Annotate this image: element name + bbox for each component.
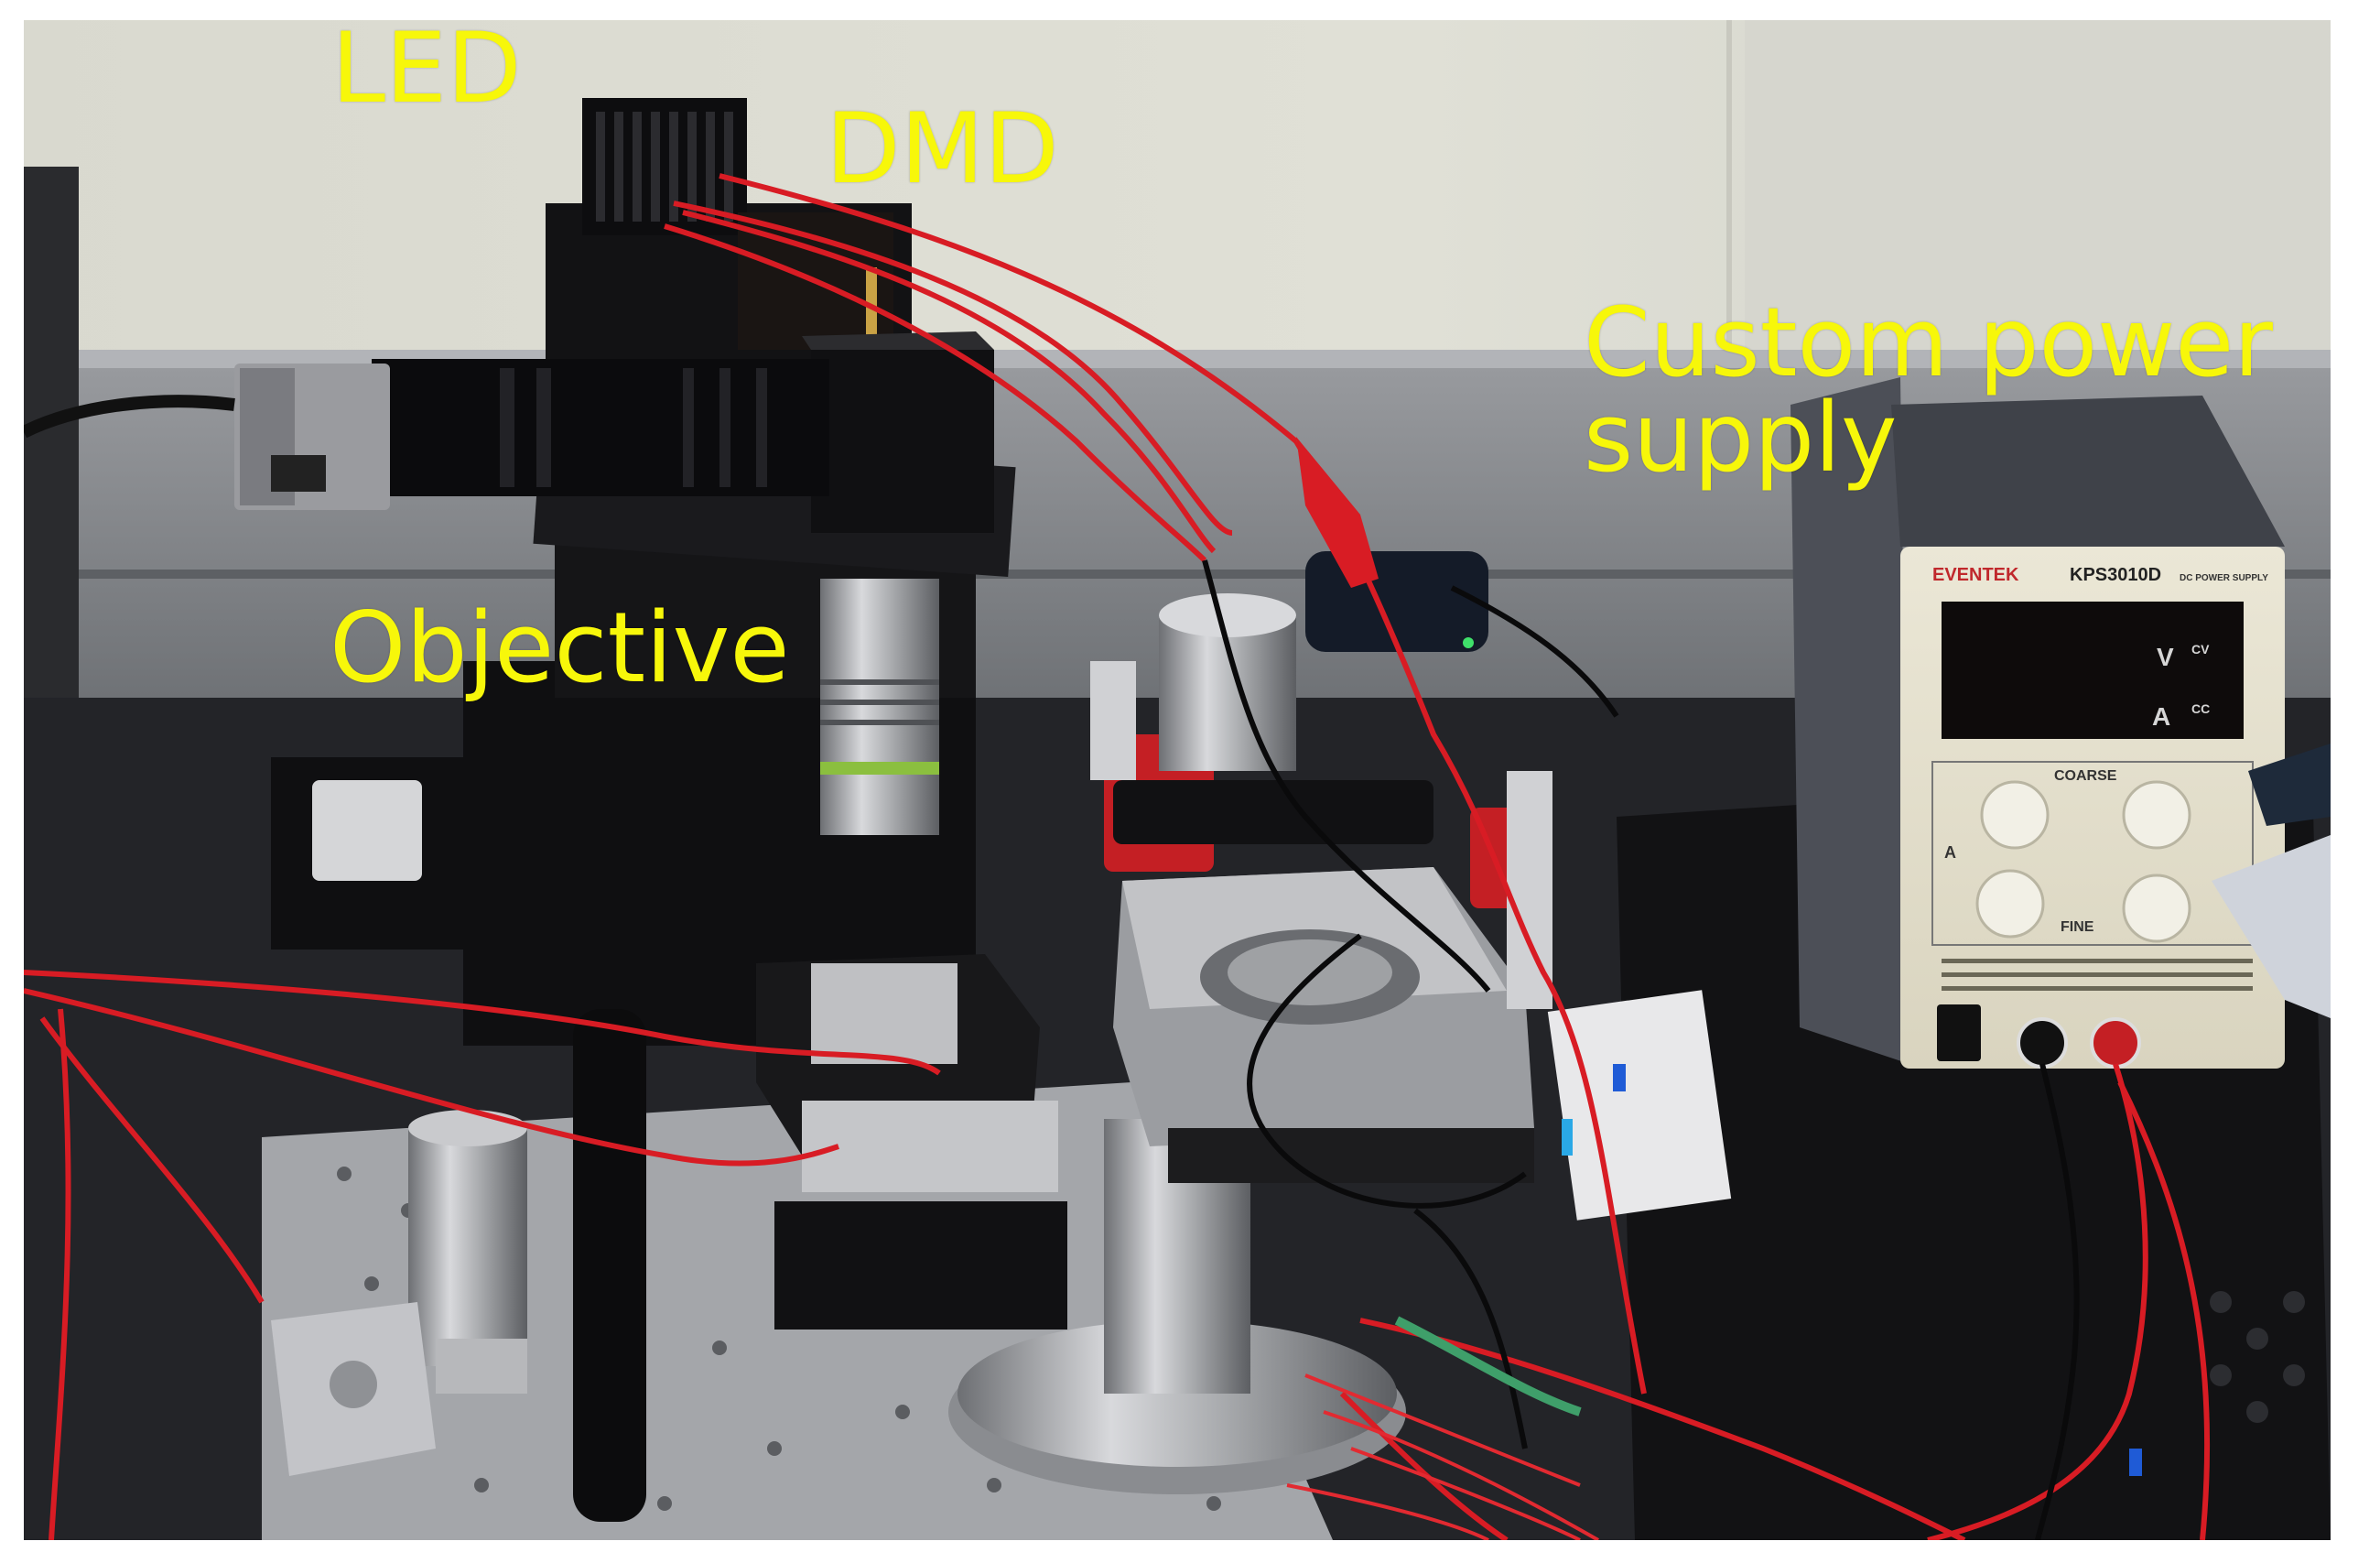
black-post — [573, 1009, 646, 1522]
amp-tag: A — [1944, 843, 1956, 862]
amp-unit: A — [2152, 702, 2170, 731]
sample-stage — [756, 954, 1067, 1330]
alligator-clip-icon — [1296, 437, 1379, 588]
chamber — [1090, 593, 1552, 1183]
fine-label: FINE — [2061, 919, 2094, 935]
terminal-black — [2017, 1017, 2068, 1069]
knob-icon[interactable] — [1980, 780, 2050, 850]
microscope-body — [24, 98, 1016, 1046]
volt-mode: CV — [2191, 642, 2210, 657]
psu-display — [1942, 602, 2244, 739]
dmd-label: DMD — [826, 92, 1059, 205]
camera-lens-tube — [372, 359, 829, 496]
terminal-red — [2090, 1017, 2141, 1069]
power-supply: EVENTEK KPS3010D DC POWER SUPPLY V CV A … — [1790, 377, 2285, 1069]
coarse-label: COARSE — [2054, 768, 2117, 784]
knob-icon[interactable] — [2122, 780, 2191, 850]
objective-lens — [820, 579, 939, 835]
led-label: LED — [331, 12, 522, 125]
knob-icon[interactable] — [1975, 869, 2045, 939]
volt-unit: V — [2157, 643, 2174, 671]
amp-mode: CC — [2191, 701, 2210, 716]
power-supply-label: Custom power supply — [1584, 287, 2273, 494]
black-wires — [1202, 559, 2080, 1540]
psu-type: DC POWER SUPPLY — [2180, 573, 2268, 583]
red-wires — [24, 173, 2211, 1540]
knob-icon[interactable] — [2122, 874, 2191, 943]
objective-label: Objective — [330, 592, 790, 704]
lab-photo: EVENTEK KPS3010D DC POWER SUPPLY V CV A … — [24, 20, 2331, 1540]
power-switch[interactable] — [1937, 1004, 1981, 1061]
psu-model: KPS3010D — [2070, 565, 2161, 585]
psu-brand: EVENTEK — [1932, 565, 2019, 585]
